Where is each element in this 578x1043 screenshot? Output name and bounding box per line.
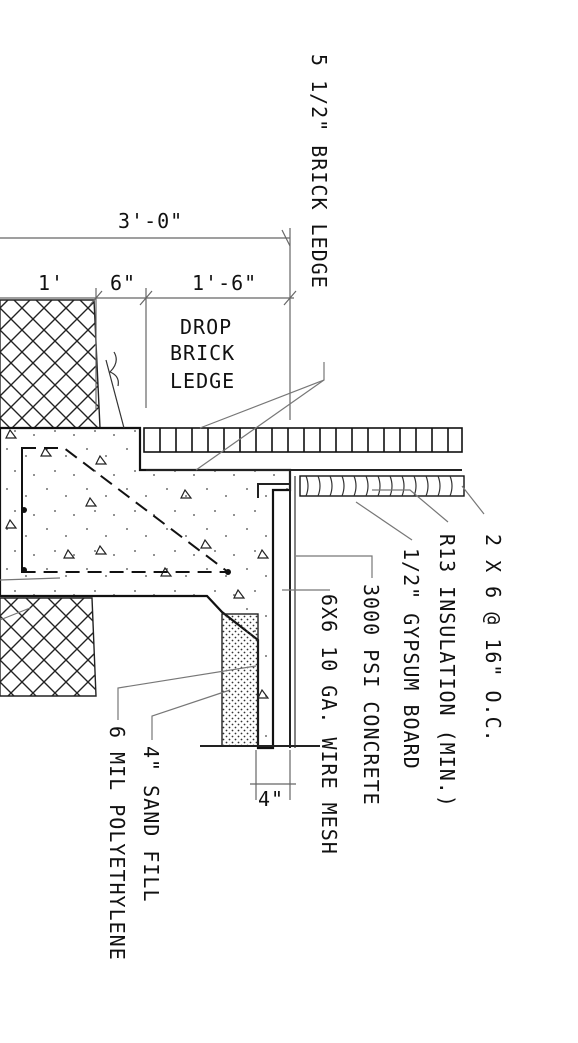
dimension-lines (0, 228, 297, 800)
dim-middle: 6" (110, 271, 136, 295)
label-brick-ledge: 5 1/2" BRICK LEDGE (307, 54, 331, 289)
drop-brick-ledge-line-2: BRICK (170, 341, 235, 365)
wall-assembly (146, 469, 465, 748)
label-insulation: R13 INSULATION (MIN.) (435, 534, 459, 808)
label-concrete: 3000 PSI CONCRETE (359, 584, 383, 806)
dim-overall: 3'-0" (118, 209, 183, 233)
label-gypsum: 1/2" GYPSUM BOARD (399, 548, 423, 770)
label-sand: 4" SAND FILL (139, 746, 163, 903)
sand-fill (221, 613, 259, 747)
dim-left: 1' (38, 271, 64, 295)
grade-lines (105, 351, 320, 747)
soil-hatch (0, 299, 101, 697)
dim-right: 1'-6" (192, 271, 257, 295)
label-mesh: 6X6 10 GA. WIRE MESH (317, 594, 341, 855)
label-studs: 2 X 6 @ 16" O.C. (481, 534, 505, 743)
wire-mesh (21, 447, 231, 575)
label-poly: 6 MIL POLYETHYLENE (105, 726, 129, 961)
drop-brick-ledge-line-3: LEDGE (170, 369, 235, 393)
brick-row (143, 427, 463, 453)
leader-lines (0, 362, 485, 740)
concrete-slab (0, 426, 292, 750)
dim-bottom: 4" (258, 787, 284, 811)
drop-brick-ledge-line-1: DROP (180, 315, 232, 339)
